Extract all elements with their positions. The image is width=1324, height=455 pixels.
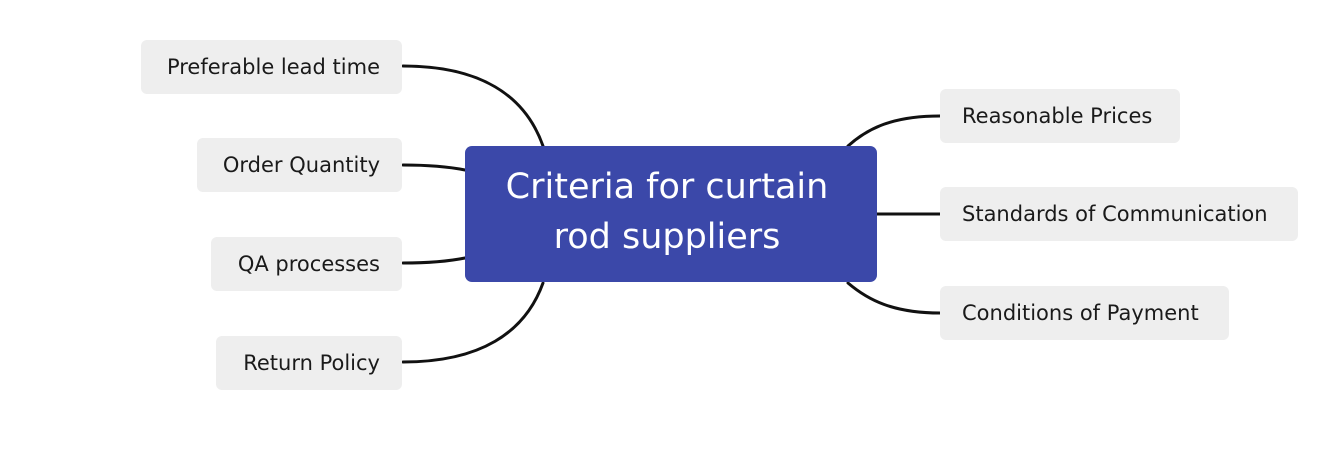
branch-conditions-of-payment[interactable]: Conditions of Payment <box>940 286 1229 340</box>
central-topic[interactable]: Criteria for curtain rod suppliers <box>465 146 877 282</box>
branch-label: Reasonable Prices <box>962 104 1153 128</box>
connector-return-policy <box>401 281 545 364</box>
branch-label: Preferable lead time <box>166 55 380 79</box>
branch-reasonable-prices[interactable]: Reasonable Prices <box>940 89 1180 143</box>
branch-label: Conditions of Payment <box>962 301 1199 325</box>
branch-label: Standards of Communication <box>962 202 1268 226</box>
branch-qa-processes[interactable]: QA processes <box>211 237 402 291</box>
connector-qa-processes <box>401 256 467 265</box>
branch-preferable-lead-time[interactable]: Preferable lead time <box>141 40 402 94</box>
connector-conditions-of-payment <box>846 281 942 315</box>
connector-reasonable-prices <box>846 114 942 148</box>
central-topic-label: Criteria for curtain rod suppliers <box>505 167 829 257</box>
connector-preferable-lead-time <box>401 64 545 148</box>
branch-order-quantity[interactable]: Order Quantity <box>197 138 402 192</box>
branch-label: QA processes <box>237 252 380 276</box>
connector-order-quantity <box>401 163 467 172</box>
branch-standards-of-communication[interactable]: Standards of Communication <box>940 187 1298 241</box>
branch-label: Order Quantity <box>222 153 380 177</box>
branch-return-policy[interactable]: Return Policy <box>216 336 402 390</box>
branch-label: Return Policy <box>243 351 380 375</box>
